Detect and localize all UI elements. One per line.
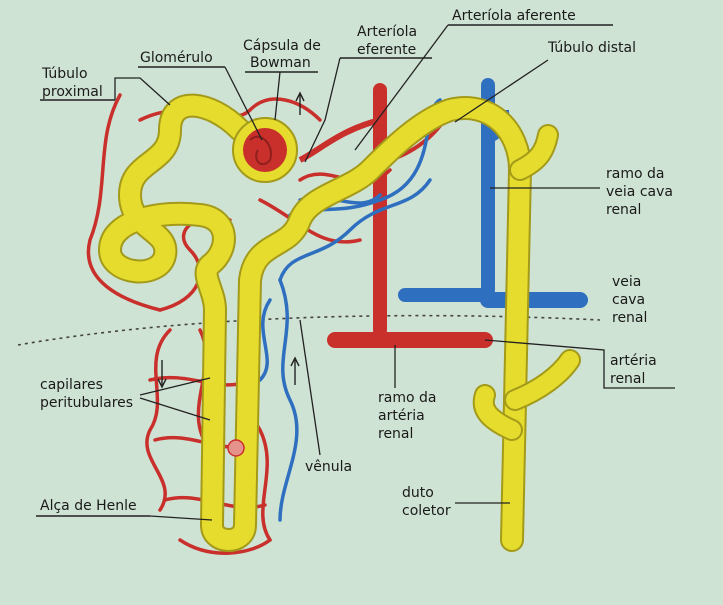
label-arteriola-eferente: Arteríola eferente [304,24,432,163]
bowman-capsule [232,117,298,183]
label-veia-cava-line2: cava [612,292,645,308]
label-tubulo-proximal: Túbulo proximal [40,66,171,106]
label-capsula-bowman: Cápsula de Bowman [243,38,321,121]
label-tubulo-distal: Túbulo distal [454,40,636,123]
label-capsula-line1: Cápsula de [243,38,321,54]
loop-marker [227,439,245,457]
label-duto-line1: duto [402,485,434,501]
label-capilares-line2: peritubulares [40,395,133,411]
label-glomerulo: Glomérulo [138,50,263,141]
venous-network [258,78,588,522]
label-ramo-veia-line3: renal [606,202,641,218]
label-ramo-arteria: ramo da artéria renal [378,345,436,442]
label-arteria-renal-line2: renal [610,371,645,387]
label-ramo-veia-line1: ramo da [606,166,664,182]
label-ramo-veia-line2: veia cava [606,184,673,200]
label-ramo-veia: ramo da veia cava renal [490,166,673,218]
label-glomerulo-text: Glomérulo [140,50,213,66]
label-alca-henle: Alça de Henle [36,498,213,521]
label-ramo-arteria-line1: ramo da [378,390,436,406]
renal-artery [298,83,493,348]
label-arteriola-aferente: Arteríola aferente [354,8,613,151]
label-ramo-arteria-line2: artéria [378,408,425,424]
label-tubulo-proximal-line1: Túbulo [41,66,88,82]
label-venula: vênula [299,319,352,475]
label-tubulo-proximal-line2: proximal [42,84,103,100]
label-eferente-line2: eferente [357,42,416,58]
label-arteria-renal: artéria renal [484,339,675,389]
label-capsula-line2: Bowman [250,55,311,71]
label-veia-cava-line1: veia [612,274,641,290]
label-aferente-text: Arteríola aferente [452,8,576,24]
label-tubulo-distal-text: Túbulo distal [547,40,636,56]
label-veia-cava: veia cava renal [612,274,647,326]
label-capilares-line1: capilares [40,377,103,393]
label-capilares: capilares peritubulares [40,377,211,421]
nephron-tubule [98,93,581,552]
label-alca-henle-text: Alça de Henle [40,498,137,514]
label-veia-cava-line3: renal [612,310,647,326]
label-eferente-line1: Arteríola [357,24,417,40]
label-duto-line2: coletor [402,503,451,519]
label-arteria-renal-line1: artéria [610,353,657,369]
label-venula-text: vênula [305,459,352,475]
flow-arrows [157,91,305,389]
label-duto-coletor: duto coletor [402,485,510,519]
label-ramo-arteria-line3: renal [378,426,413,442]
